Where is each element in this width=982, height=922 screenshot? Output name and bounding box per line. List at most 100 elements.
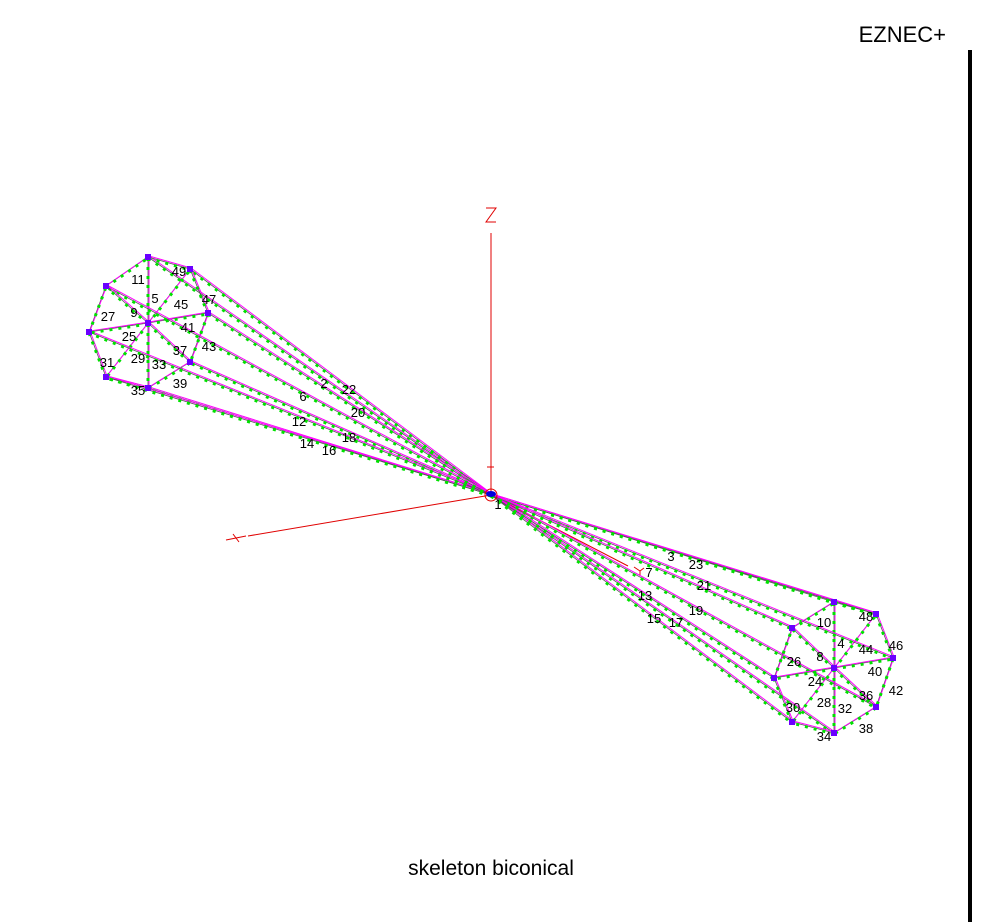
radial-wire [490,493,836,736]
wire-number-label: 20 [351,405,365,420]
wire-number-label: 15 [647,611,661,626]
wire-junction [103,283,109,289]
spoke-wire [833,656,895,671]
wire-number-label: 12 [292,414,306,429]
hub-junction [831,665,837,671]
spoke-wire [832,667,836,734]
app-title: EZNEC+ [858,22,946,47]
rim-wire [874,656,895,709]
wire-junction [187,266,193,272]
wire-junction [831,730,837,736]
wire-number-label: 40 [868,664,882,679]
wire-number-label: 14 [300,436,314,451]
wire-junction [145,254,151,260]
radial-wire [490,493,794,631]
wire-junction [187,359,193,365]
y-axis [490,494,629,567]
wire-number-label: 46 [889,638,903,653]
wire-number-label: 32 [838,701,852,716]
wire-number-label: 4 [837,636,844,651]
wire-junction [789,625,795,631]
wire-number-label: 45 [174,297,188,312]
source-icon [486,491,496,497]
wire-number-label: 13 [638,588,652,603]
radial-wire [105,284,493,498]
rim-wire [188,267,210,315]
radial-wire [105,375,493,498]
wire-junction [145,385,151,391]
wire-number-label: 21 [697,578,711,593]
wire-junction [873,611,879,617]
rim-wire [105,255,150,289]
wire-number-label: 26 [787,654,801,669]
wire-number-label: 16 [322,443,336,458]
spoke-wire [147,311,210,326]
wire-number-label: 3 [667,549,674,564]
rim-wire [791,600,836,631]
wire-number-label: 7 [645,565,652,580]
wire-number-label: 19 [689,603,703,618]
wire-number-label: 37 [173,343,187,358]
wire-number-label: 39 [173,376,187,391]
wire-number-label: 42 [889,683,903,698]
rim-wire [772,626,794,680]
wire-number-label: 5 [151,291,158,306]
window-divider [968,50,972,922]
wires [86,254,896,736]
wire-number-label: 27 [101,309,115,324]
antenna-description: skeleton biconical [408,857,574,880]
spoke-wire [790,626,836,671]
wire-number-label: 24 [808,674,822,689]
wire-number-label: 30 [786,700,800,715]
wire-number-label: 18 [342,430,356,445]
radial-wire [147,255,493,498]
wire-junction [205,310,211,316]
wire-number-label: 25 [122,329,136,344]
radial-wire [88,330,493,498]
spoke-wire [105,284,150,326]
wire-junction [86,329,92,335]
wire-junction [771,675,777,681]
spoke-wire [146,256,150,324]
wire-number-label: 35 [131,383,145,398]
rim-wire [833,705,878,736]
wire-number-label: 33 [152,357,166,372]
wire-number-label: 48 [859,609,873,624]
wire-number-label: 34 [817,729,831,744]
wire-number-label: 44 [859,642,873,657]
rim-wire [772,676,794,724]
x-axis-label [225,533,247,543]
wire-junction [890,655,896,661]
wire-number-label: 2 [320,376,327,391]
wire-number-label: 28 [817,695,831,710]
radial-wire [490,493,794,725]
source-marker [484,488,498,502]
x-axis [247,494,492,537]
rim-wire [188,311,210,364]
hub-junction [145,320,151,326]
wire-number-label: 22 [342,382,356,397]
radial-wire [189,267,493,498]
wire-number-label: 9 [130,305,137,320]
wire-number-label: 1 [494,497,501,512]
rim-wire [87,284,108,334]
wire-number-label: 49 [172,264,186,279]
spoke-wire [773,666,836,681]
spoke-wire [104,321,150,379]
wire-number-label: 47 [202,292,216,307]
wire-number-label: 17 [669,615,683,630]
wire-junction [831,599,837,605]
wire-number-label: 43 [202,339,216,354]
z-axis-label [485,207,497,223]
wire-junction [789,719,795,725]
rim-wire [147,255,192,272]
spoke-wire [790,666,836,724]
rim-wire [874,612,895,660]
wire-number-label: 31 [100,355,114,370]
spoke-wire [146,321,192,365]
spoke-wire [88,321,150,335]
radial-wire [490,493,878,617]
axes [225,207,645,576]
